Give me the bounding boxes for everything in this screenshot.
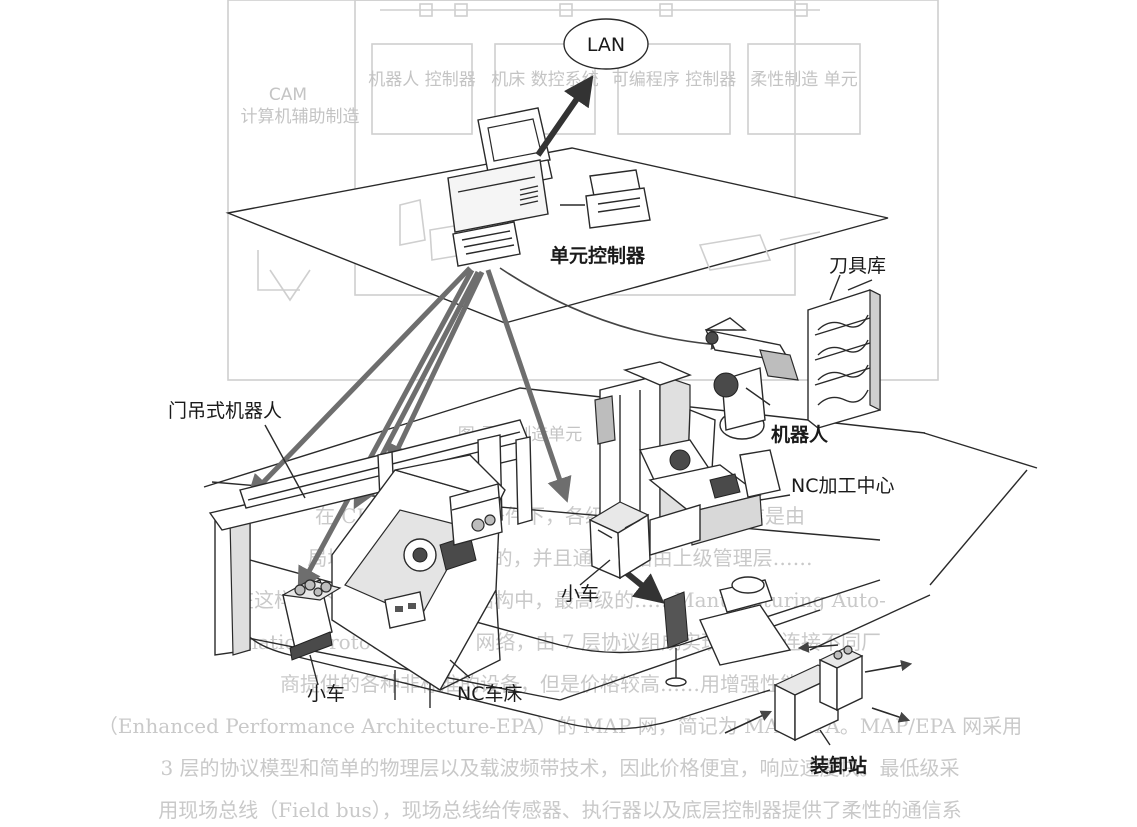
tool-magazine-label: 刀具库 (829, 255, 886, 277)
cart-center-label: 小车 (561, 583, 599, 605)
ghost-box-1-text: 机器人 控制器 (368, 70, 475, 90)
ghost-line-8: 用现场总线（Field bus），现场总线给传感器、执行器以及底层控制器提供了柔… (158, 798, 962, 822)
nc-machining-center-label: NC加工中心 (791, 475, 894, 497)
tool-magazine (808, 280, 880, 428)
lan-arrow (538, 80, 590, 155)
spindle-icon (670, 450, 690, 470)
ghost-line-6: （Enhanced Performance Architecture-EPA）的… (98, 714, 1022, 738)
robot-joint (714, 373, 738, 397)
gantry-robot-label: 门吊式机器人 (168, 400, 282, 422)
arrow-out-right (865, 664, 910, 672)
nc-lathe-label: NC车床 (457, 683, 522, 705)
ghost-line-5: 商提供的各种非标准的设备，但是价格较高……用增强性能结构 (280, 672, 840, 696)
lan-label: LAN (587, 34, 625, 56)
cell-controller-label: 单元控制器 (550, 244, 646, 267)
industrial-robot (706, 318, 798, 439)
leader-tool-magazine (830, 275, 840, 300)
ghost-cam-sub: 计算机辅助制造 (241, 107, 360, 127)
ghost-box-4-text: 柔性制造 单元 (750, 70, 857, 90)
cell-controller-plane (228, 148, 888, 323)
leader-machining-center (760, 495, 790, 500)
ghost-box-3-text: 可编程序 控制器 (612, 70, 736, 90)
robot-label: 机器人 (771, 424, 829, 446)
load-unload-station-label: 装卸站 (809, 754, 867, 777)
cart-left-label: 小车 (307, 683, 345, 705)
ghost-cam: CAM (269, 85, 307, 105)
lan-node: LAN (564, 19, 648, 69)
